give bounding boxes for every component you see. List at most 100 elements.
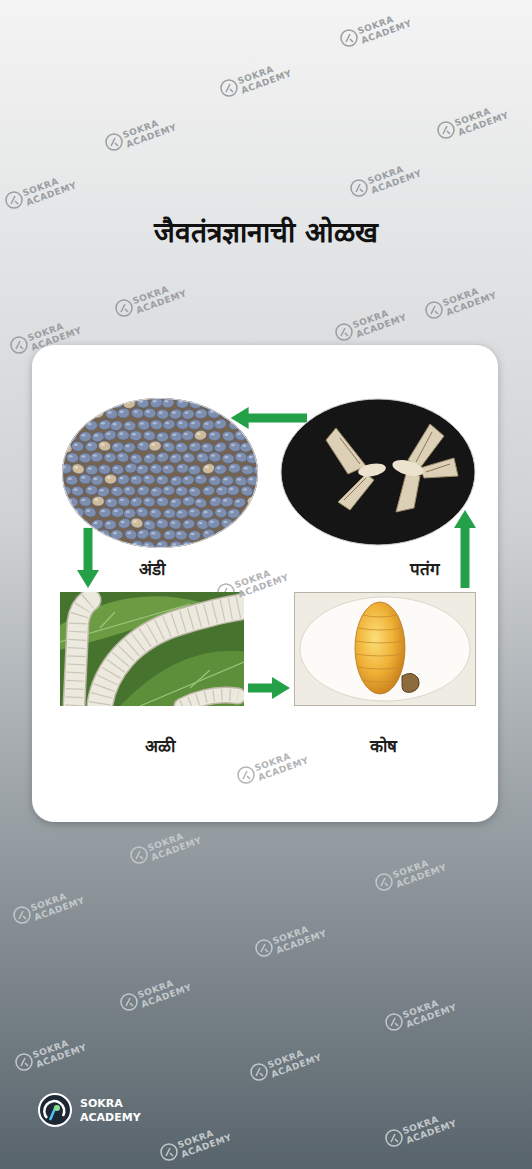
illustration-part	[80, 410, 84, 413]
illustration-part	[163, 529, 177, 541]
watermark-icon	[341, 30, 357, 46]
illustration-part	[184, 433, 188, 436]
illustration-part	[237, 478, 241, 481]
illustration-part	[256, 488, 258, 491]
illustration-part	[438, 122, 454, 138]
illustration-part	[230, 511, 234, 514]
illustration-part	[355, 641, 404, 643]
illustration-part	[191, 467, 195, 470]
illustration-part	[243, 488, 247, 491]
stage-node: अंडी	[62, 398, 258, 548]
illustration-part	[362, 680, 398, 682]
illustration-part	[179, 422, 183, 425]
illustration-part	[169, 475, 183, 487]
illustration-part	[101, 466, 105, 469]
illustration-part	[68, 522, 72, 525]
illustration-part	[257, 423, 258, 426]
illustration-part	[114, 444, 118, 447]
watermark-icon	[386, 1130, 402, 1146]
illustration-part	[231, 444, 235, 447]
illustration-part	[110, 398, 124, 409]
illustration-part	[256, 444, 258, 447]
illustration-part	[135, 505, 150, 518]
illustration-part	[227, 529, 240, 540]
illustration-part	[99, 508, 111, 518]
illustration-part	[81, 455, 85, 458]
illustration-part	[139, 488, 143, 491]
illustration-part	[338, 474, 374, 510]
illustration-part	[208, 451, 222, 463]
illustration-part	[179, 466, 183, 469]
illustration-part	[138, 509, 142, 512]
illustration-part	[103, 429, 117, 441]
illustration-part	[184, 477, 188, 480]
illustration-part	[148, 507, 162, 519]
illustration-part	[139, 400, 143, 403]
illustration-part	[158, 477, 162, 480]
illustration-part	[120, 477, 124, 480]
illustration-part	[149, 419, 163, 431]
illustration-part	[162, 464, 175, 474]
illustration-part	[155, 451, 170, 464]
illustration-part	[130, 474, 143, 485]
illustration-part	[14, 907, 30, 923]
illustration-part	[63, 399, 258, 548]
illustration-part	[181, 430, 194, 441]
illustration-part	[340, 438, 360, 464]
illustration-part	[229, 488, 233, 491]
illustration-part	[120, 410, 124, 413]
illustration-part	[223, 499, 227, 502]
illustration-part	[79, 431, 93, 442]
illustration-part	[190, 670, 210, 688]
illustration-part	[177, 532, 181, 535]
illustration-part	[120, 499, 124, 502]
stage-node: अळी	[60, 592, 244, 706]
illustration-part	[172, 500, 176, 503]
stage-label: कोष	[370, 734, 397, 757]
illustration-part	[140, 662, 244, 706]
illustration-part	[113, 489, 117, 492]
illustration-part	[62, 398, 258, 548]
illustration-part	[159, 499, 163, 502]
illustration-part	[193, 429, 207, 441]
illustration-part	[238, 767, 254, 783]
illustration-part	[101, 510, 105, 513]
illustration-part	[185, 521, 189, 524]
watermark: SOKRA ACADEMY	[402, 1110, 459, 1147]
illustration-part	[117, 517, 131, 529]
illustration-part	[228, 463, 241, 473]
illustration-part	[355, 602, 405, 694]
illustration-part	[214, 464, 227, 475]
illustration-part	[205, 531, 209, 534]
watermark-icon	[161, 1144, 177, 1160]
illustration-part	[168, 496, 183, 509]
illustration-part	[98, 440, 112, 452]
illustration-part	[64, 431, 78, 443]
illustration-part	[159, 412, 163, 415]
illustration-part	[217, 510, 221, 513]
illustration-part	[232, 496, 247, 509]
illustration-part	[227, 485, 240, 496]
illustration-part	[111, 463, 125, 475]
stage-label: अळी	[145, 734, 175, 757]
illustration-part	[111, 441, 124, 452]
illustration-part	[78, 473, 91, 484]
illustration-part	[195, 474, 208, 484]
illustration-part	[62, 507, 72, 520]
watermark-icon	[376, 874, 392, 890]
stage-node: पतंग	[280, 398, 476, 546]
watermark-icon	[16, 1054, 32, 1070]
illustration-part	[208, 431, 220, 441]
illustration-part	[133, 520, 137, 523]
illustration-part	[239, 442, 252, 453]
watermark: SOKRA ACADEMY	[352, 304, 409, 341]
illustration-part	[123, 420, 137, 431]
illustration-part	[234, 451, 248, 462]
illustration-part	[185, 455, 189, 458]
illustration-part	[117, 408, 130, 418]
illustration-part	[62, 442, 73, 454]
illustration-part	[146, 522, 150, 525]
illustration-part	[130, 407, 144, 419]
watermark: SOKRA ACADEMY	[177, 1124, 234, 1161]
illustration-part	[78, 495, 92, 507]
